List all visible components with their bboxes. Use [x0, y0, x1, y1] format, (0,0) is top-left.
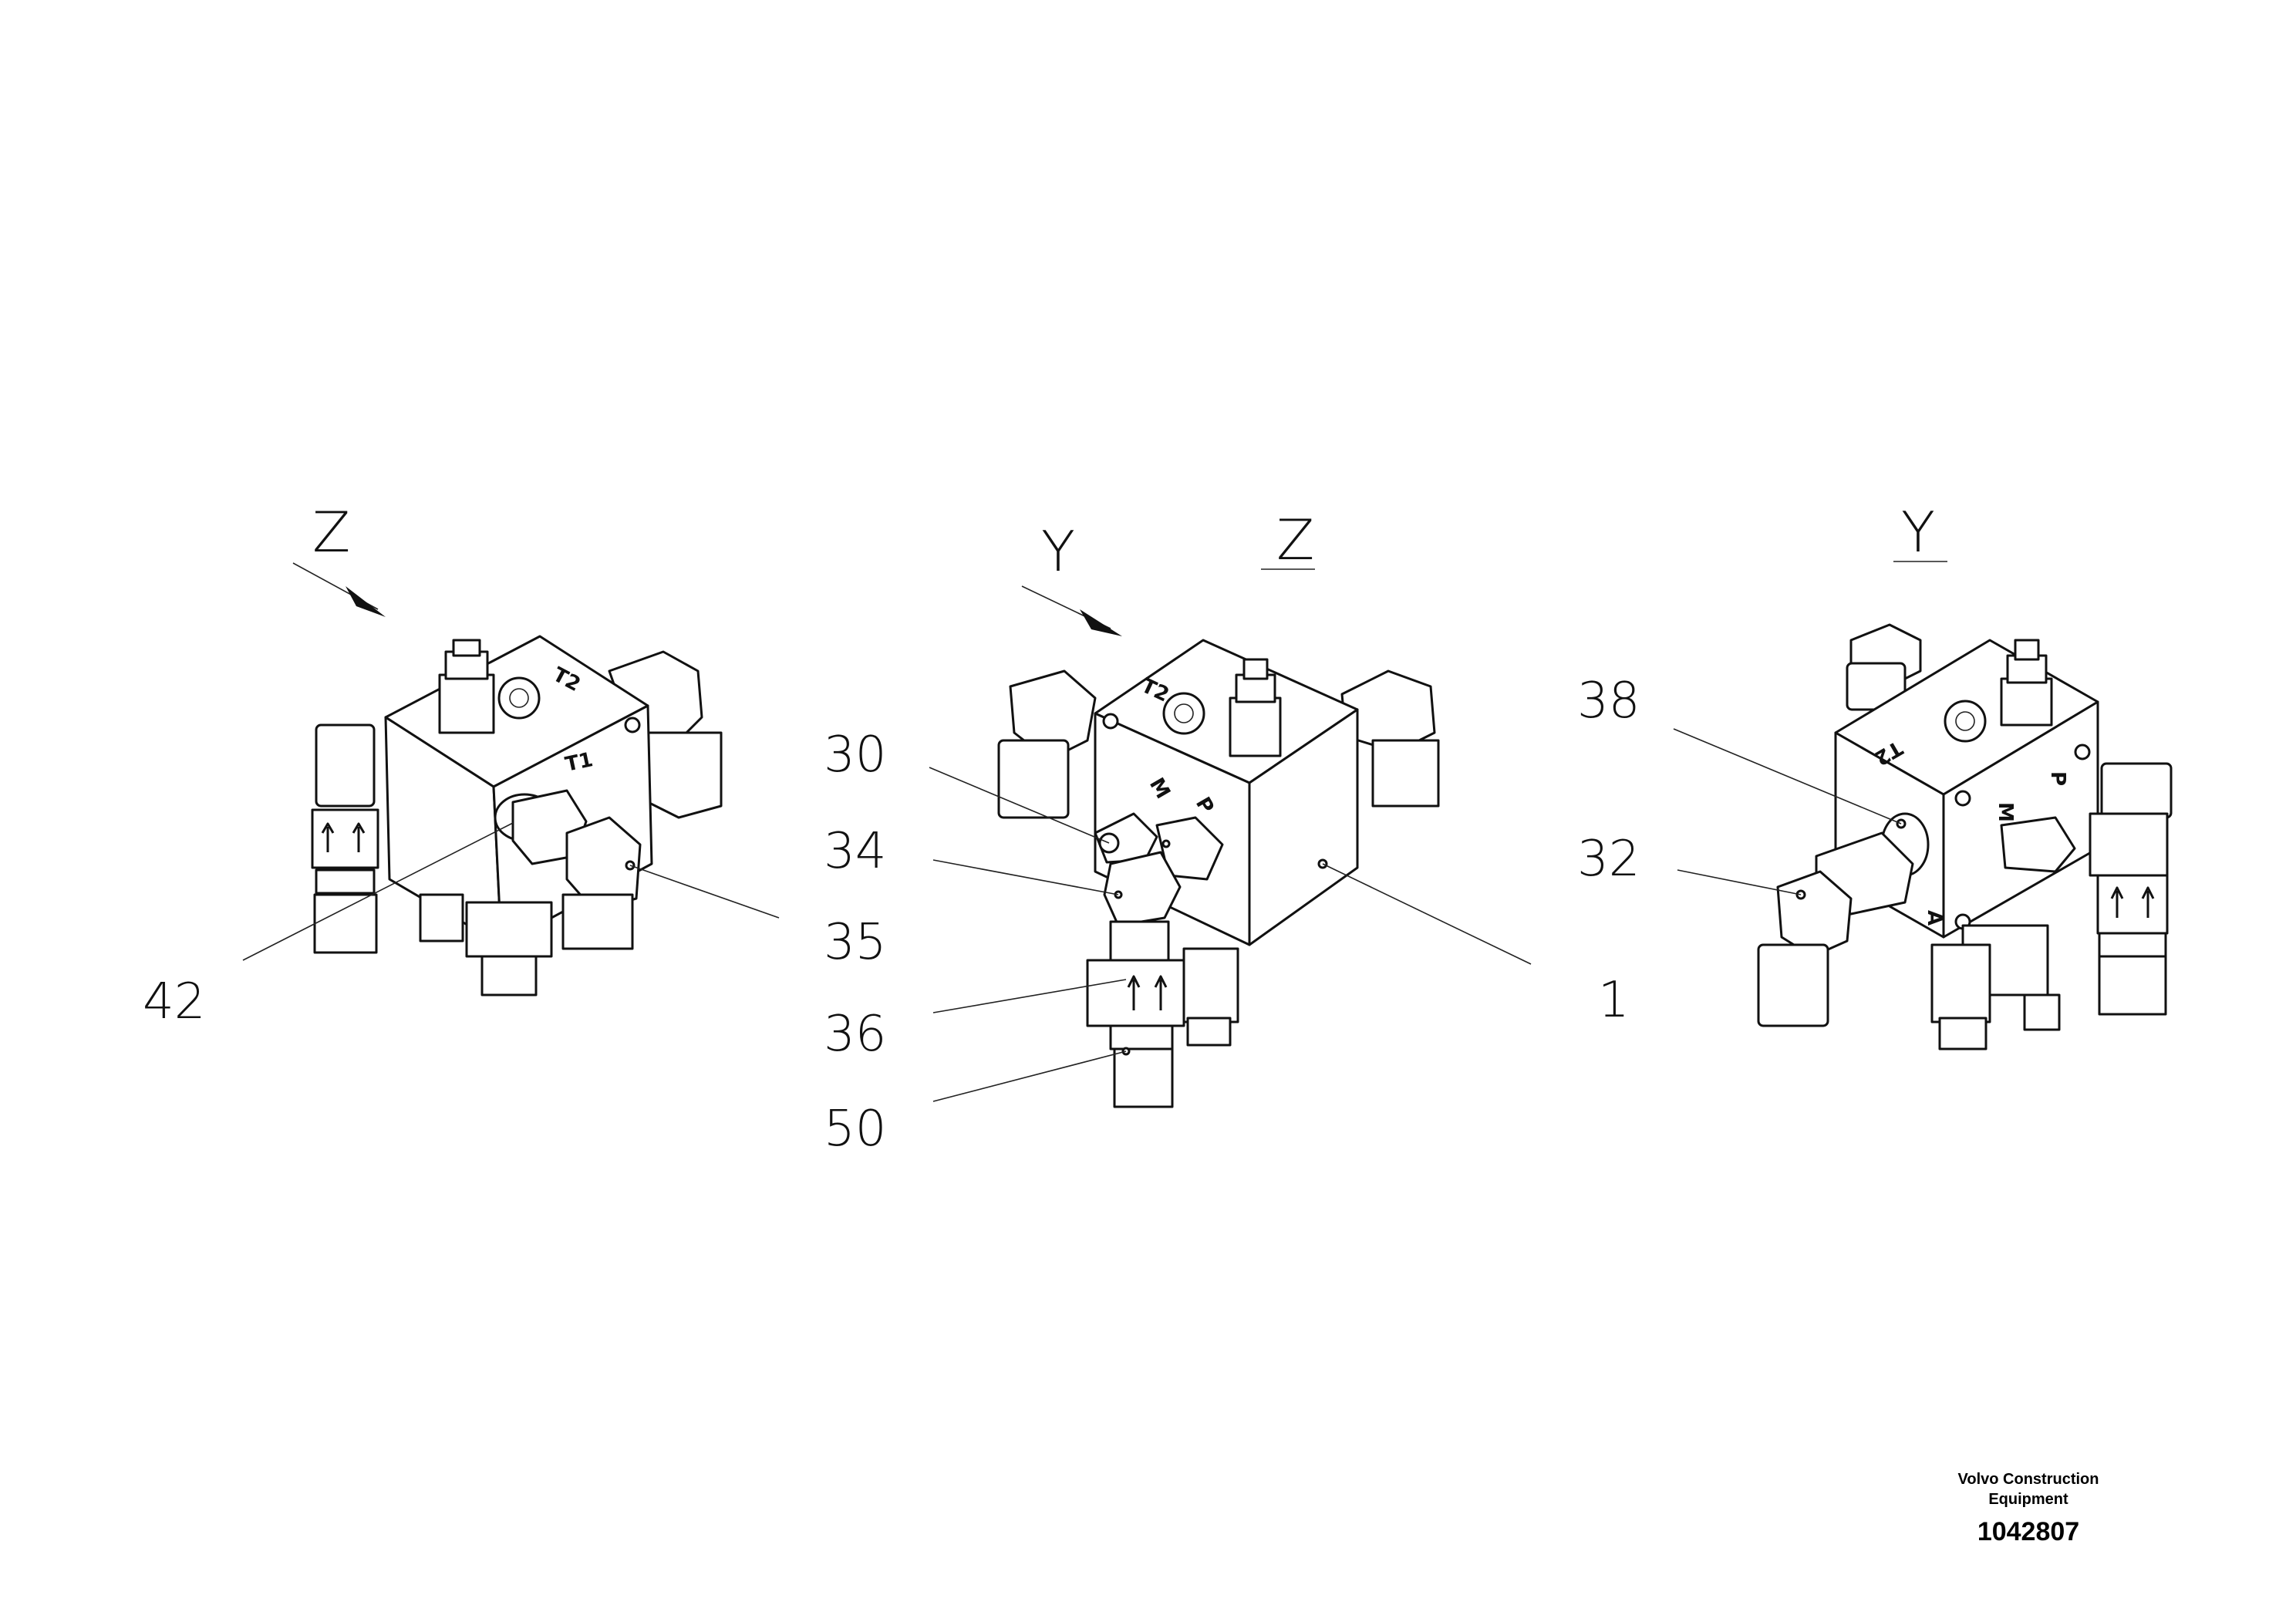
callout-1: 1 [1598, 972, 1630, 1029]
relief-valve-body [438, 673, 495, 734]
check-valve-arrow-housing [311, 808, 379, 869]
flow-arrow-icon [2141, 886, 2155, 918]
check-valve-bottom [2098, 955, 2167, 1016]
port-label-p: P [2046, 771, 2069, 786]
leader-42 [242, 822, 514, 961]
callout-50: 50 [824, 1101, 886, 1158]
solenoid-coil [465, 901, 553, 958]
flow-arrow-icon [1154, 975, 1168, 1010]
leader-35 [629, 865, 780, 919]
title-block: Volvo Construction Equipment 1042807 [1920, 1469, 2136, 1547]
check-valve-ring [1109, 1024, 1174, 1050]
view-label-y-middle: Y [1041, 519, 1075, 584]
block-plug-icon [497, 676, 541, 720]
mounting-hole-icon [1102, 713, 1119, 730]
callout-36: 36 [824, 1006, 886, 1063]
callout-38: 38 [1577, 673, 1640, 730]
arrow-head-icon [346, 586, 386, 617]
elbow-fitting-t1-nut [561, 893, 634, 950]
check-valve-arrow-housing [2096, 874, 2169, 935]
fitting-back-left-nut [997, 739, 1070, 819]
section-label-y: Y [1901, 500, 1935, 565]
check-valve-elbow [2100, 762, 2173, 819]
block-plug-icon [1944, 700, 1987, 743]
leader-32 [1677, 869, 1802, 895]
mounting-hole-icon [1954, 790, 1971, 807]
elbow-fitting-t1 [565, 816, 642, 912]
company-name-line1: Volvo Construction [1957, 1471, 2099, 1488]
leader-36 [932, 979, 1127, 1013]
solenoid-nut [1186, 1017, 1232, 1047]
block-plug-hex-icon [1955, 711, 1975, 731]
solenoid-coil [1182, 947, 1239, 1023]
block-plug-hex-icon [509, 688, 529, 708]
relief-valve-stem [452, 639, 481, 657]
solenoid-plug [419, 893, 464, 943]
left-view-assembly: Z T2 T1 [143, 500, 780, 1030]
fitting-back-right-nut [1371, 739, 1440, 808]
callout-34: 34 [824, 823, 886, 880]
elbow-fitting-32-nut [1757, 943, 1829, 1027]
leader-34 [932, 859, 1119, 895]
fitting-port-p [2000, 816, 2076, 873]
fitting-back-left [1009, 669, 1097, 761]
valve-block-front-face [1248, 708, 1359, 946]
mounting-hole-icon [624, 717, 641, 733]
flow-arrow-icon [1127, 975, 1141, 1010]
company-name-line2: Equipment [1988, 1491, 2068, 1508]
flow-arrow-icon [352, 822, 366, 852]
leader-1 [1322, 863, 1532, 965]
check-valve-ring [315, 868, 376, 895]
check-valve-arrow-housing [1086, 959, 1185, 1027]
flow-arrow-icon [2110, 886, 2124, 918]
relief-valve-stem [2014, 639, 2040, 661]
check-valve-ring [2098, 932, 2167, 958]
leader-30 [929, 767, 1110, 844]
relief-valve-stem [1242, 658, 1269, 680]
elbow-fitting-35 [1103, 851, 1182, 927]
solenoid-cap [2023, 993, 2061, 1031]
callout-dot [1161, 839, 1171, 848]
check-valve-top [315, 723, 376, 808]
arrow-head-icon [1080, 609, 1122, 636]
block-plug-icon [1162, 692, 1205, 735]
elbow-fitting-32 [1776, 870, 1853, 958]
relief-valve-body [1229, 696, 1282, 757]
solenoid-nut [1938, 1017, 1988, 1050]
flow-arrow-icon [321, 822, 335, 852]
mounting-hole-icon [2074, 744, 2091, 760]
check-valve-top [2089, 812, 2169, 877]
callout-42: 42 [143, 973, 205, 1030]
check-valve-bottom [1113, 1047, 1174, 1108]
callout-30: 30 [824, 727, 886, 784]
section-label-z: Z [1276, 508, 1314, 572]
view-label-z-left: Z [312, 500, 350, 565]
block-plug-hex-icon [1174, 703, 1194, 723]
solenoid-coil [1930, 943, 1991, 1023]
fitting-back-right-nut [646, 731, 723, 819]
check-valve-bottom [313, 893, 378, 954]
callout-32: 32 [1577, 831, 1640, 888]
right-view-assembly: Y T2 M P A [1577, 500, 2173, 1050]
document-number: 1042807 [1977, 1517, 2080, 1546]
middle-view-assembly: Y Z T2 M P [824, 508, 1630, 1158]
port-label-a: A [1923, 910, 1946, 926]
port-label-t1: T1 [563, 748, 595, 777]
leader-50 [932, 1050, 1127, 1102]
port-label-m: M [1994, 802, 2017, 822]
callout-35: 35 [824, 914, 886, 971]
leader-38 [1673, 728, 1902, 824]
relief-valve-body [2000, 677, 2053, 727]
solenoid-nut [480, 955, 538, 996]
